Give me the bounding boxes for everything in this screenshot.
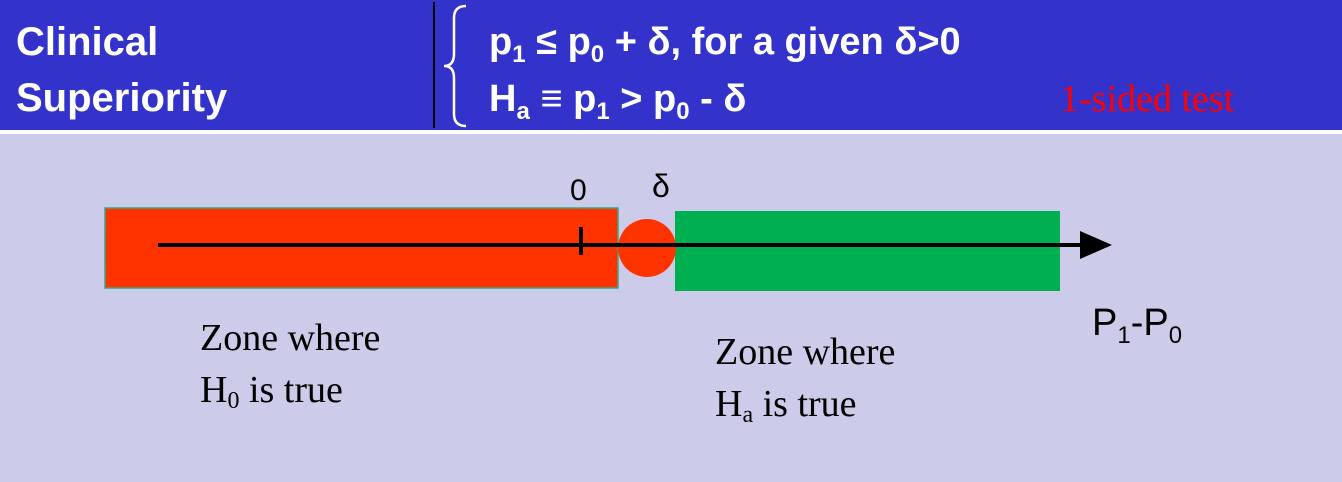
header-separator bbox=[0, 130, 1342, 134]
axis-label: P1-P0 bbox=[1092, 302, 1183, 349]
zero-label: 0 bbox=[570, 174, 587, 207]
alt-zone-bar bbox=[675, 211, 1060, 291]
header-bar: Clinical Superiority p1 ≤ p0 + δ, for a … bbox=[0, 0, 1342, 130]
alt-hypothesis-formula: Ha ≡ p1 > p0 - δ bbox=[489, 78, 747, 125]
curly-brace bbox=[443, 4, 467, 128]
title-line-1: Clinical bbox=[16, 20, 159, 64]
alt-zone-label: Zone where Ha is true bbox=[715, 331, 896, 428]
hypothesis-zone-diagram bbox=[104, 207, 1112, 291]
axis-arrowhead bbox=[1080, 231, 1112, 259]
header-divider bbox=[433, 2, 435, 128]
test-type-label: 1-sided test bbox=[1060, 78, 1235, 120]
diagram-panel: 0 δ P1-P0 Zone where H0 is true Zone whe… bbox=[0, 134, 1342, 482]
delta-margin-circle bbox=[618, 219, 676, 277]
null-hypothesis-formula: p1 ≤ p0 + δ, for a given δ>0 bbox=[489, 21, 961, 68]
null-zone-bar bbox=[104, 207, 619, 289]
null-zone-label: Zone where H0 is true bbox=[200, 317, 381, 414]
delta-label: δ bbox=[652, 168, 670, 204]
title-line-2: Superiority bbox=[16, 76, 228, 120]
